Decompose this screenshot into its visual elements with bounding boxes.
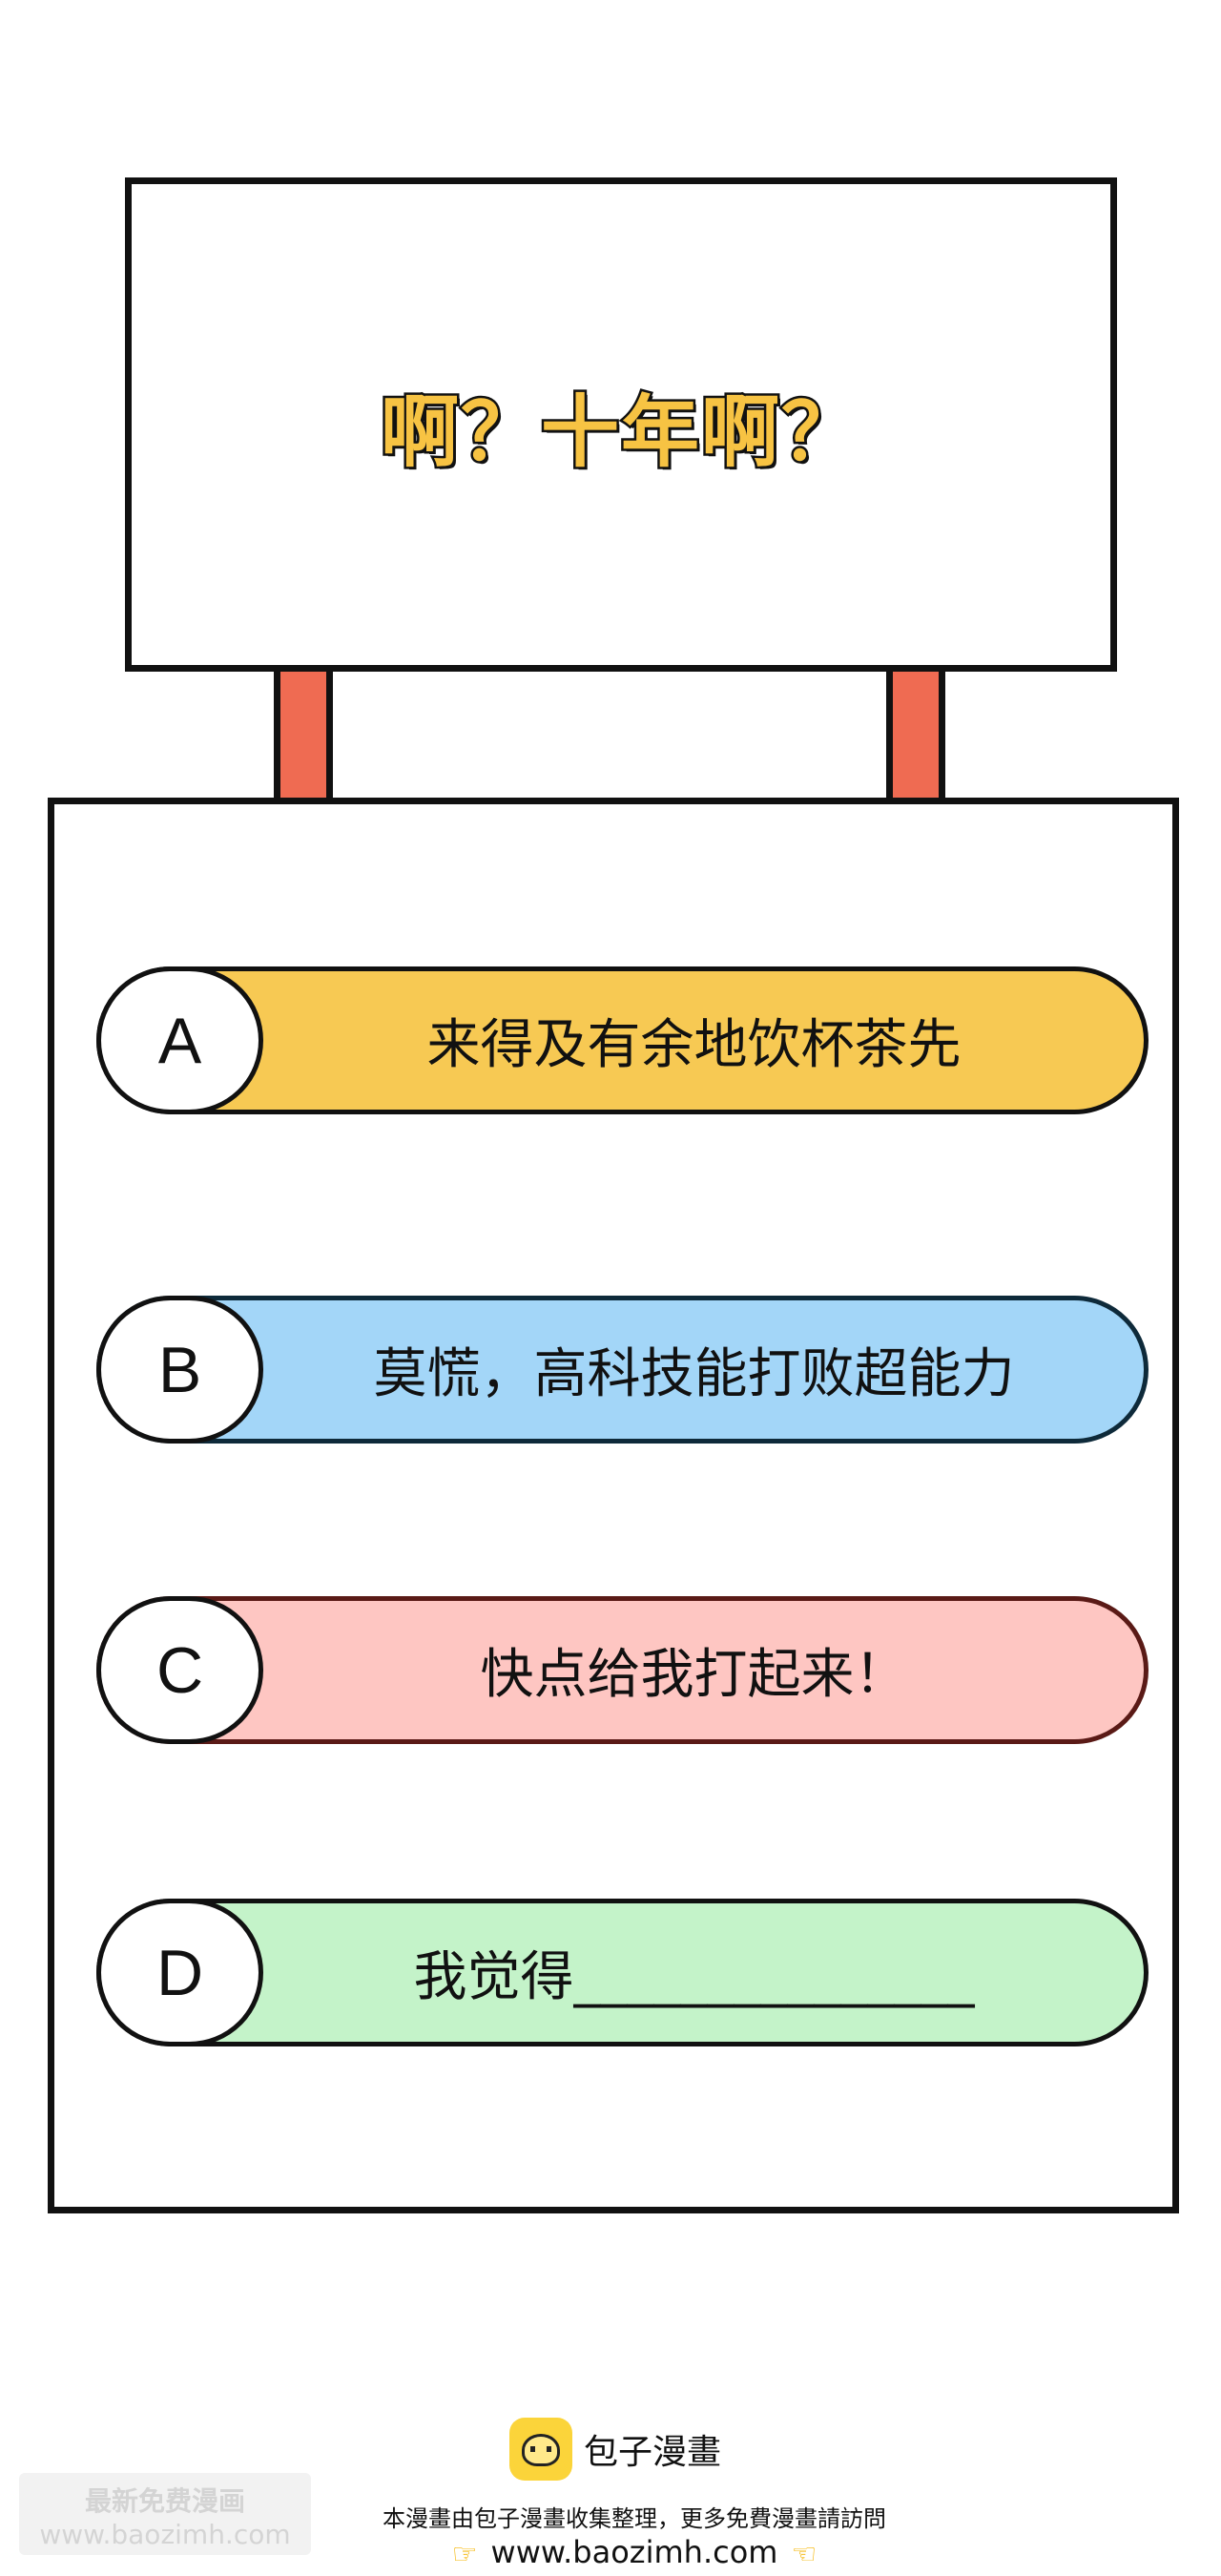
logo-text: 包子漫畫 [584,2433,722,2472]
baozi-logo-icon [509,2418,572,2481]
option-c-button[interactable]: C 快点给我打起来！ [96,1596,1149,1744]
sign-title: 啊？十年啊？ [378,384,861,480]
watermark: 最新免费漫画 www.baozimh.com [19,2473,311,2555]
watermark-url: www.baozimh.com [39,2519,291,2550]
option-d-button[interactable]: D 我觉得_______________ [96,1899,1149,2046]
footer: 最新免费漫画 www.baozimh.com 包子漫畫 本漫畫由包子漫畫收集整理… [0,2404,1221,2576]
option-label: 来得及有余地饮杯茶先 [426,1014,962,1076]
option-label: 我觉得_______________ [413,1946,975,2008]
option-letter: A [96,966,263,1114]
option-label: 莫慌，高科技能打败超能力 [373,1343,1015,1405]
sign-post-right [886,672,945,800]
logo[interactable]: 包子漫畫 [509,2416,721,2483]
footer-url-row[interactable]: ☞ www.baozimh.com ☜ [0,2534,1221,2571]
option-letter: B [96,1296,263,1444]
option-letter: C [96,1596,263,1744]
option-b-button[interactable]: B 莫慌，高科技能打败超能力 [96,1296,1149,1444]
footer-url-link[interactable]: www.baozimh.com [490,2534,778,2570]
pointing-hand-right-icon: ☞ [451,2537,478,2571]
option-letter: D [96,1899,263,2046]
option-a-button[interactable]: A 来得及有余地饮杯茶先 [96,966,1149,1114]
watermark-title: 最新免费漫画 [84,2485,245,2517]
sign-board: 啊？十年啊？ [125,177,1117,672]
quiz-panel: A 来得及有余地饮杯茶先 B 莫慌，高科技能打败超能力 C 快点给我打起来！ D… [48,798,1179,2213]
option-label: 快点给我打起来！ [480,1644,908,1706]
footer-notice: 本漫畫由包子漫畫收集整理，更多免費漫畫請訪問 [383,2505,886,2532]
sign-post-left [274,672,333,800]
pointing-hand-left-icon: ☜ [791,2537,817,2571]
